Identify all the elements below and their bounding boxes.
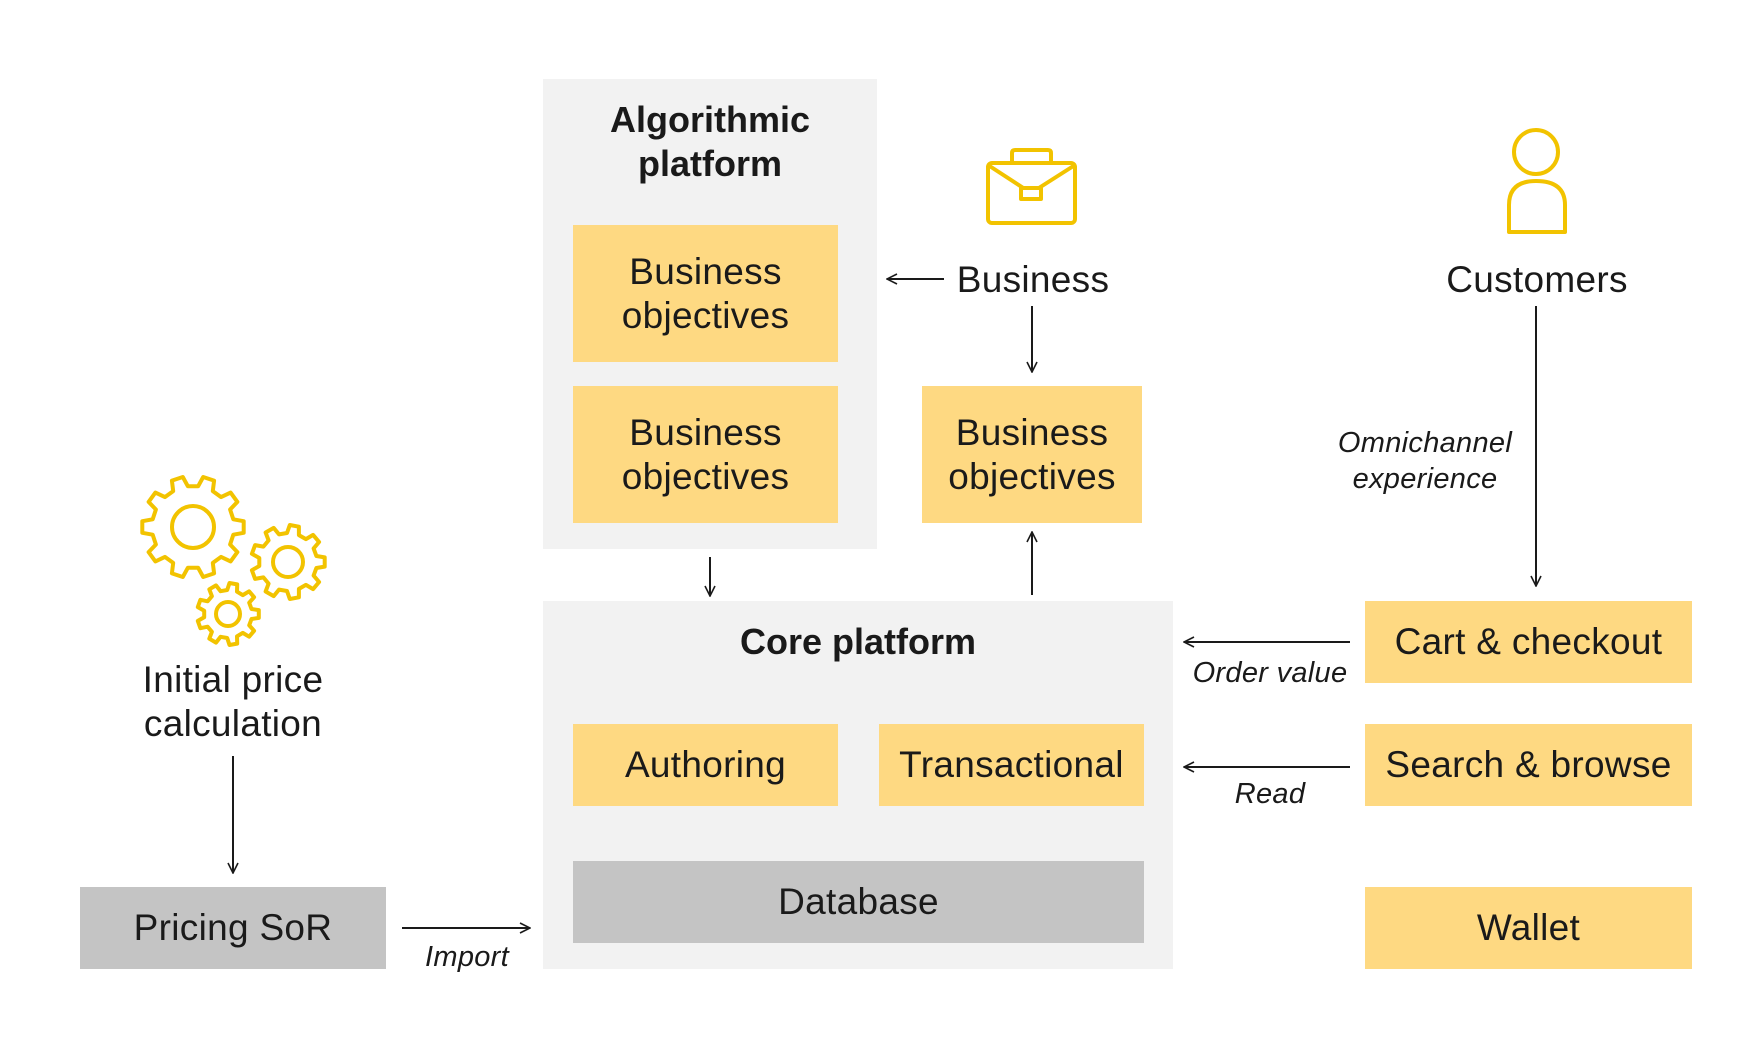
gear-large xyxy=(140,475,246,579)
omnichannel-experience-label: Omnichannel experience xyxy=(1337,427,1513,495)
business-label: Business xyxy=(956,259,1110,300)
gear-large-hole xyxy=(170,504,216,550)
customers-label: Customers xyxy=(1446,259,1628,300)
gear-small xyxy=(195,581,261,647)
database-box[interactable]: Database xyxy=(573,861,1144,943)
core-platform-title: Core platform xyxy=(739,621,977,662)
algorithmic-business-objectives-2[interactable]: Business objectives xyxy=(573,386,838,523)
gear-medium xyxy=(249,523,327,601)
wallet-box[interactable]: Wallet xyxy=(1365,887,1692,969)
transactional-box[interactable]: Transactional xyxy=(879,724,1144,806)
initial-price-calculation-label: Initial price calculation xyxy=(142,659,324,744)
cart-checkout-box[interactable]: Cart & checkout xyxy=(1365,601,1692,683)
business-objectives-box[interactable]: Business objectives xyxy=(922,386,1142,523)
gears-icon xyxy=(140,475,327,647)
order-value-label: Order value xyxy=(1192,657,1348,689)
algorithmic-platform-title: Algorithmic platform xyxy=(609,99,810,184)
algorithmic-business-objectives-1[interactable]: Business objectives xyxy=(573,225,838,362)
read-label: Read xyxy=(1234,778,1306,810)
authoring-box[interactable]: Authoring xyxy=(573,724,838,806)
gear-medium-hole xyxy=(271,545,305,579)
search-browse-box[interactable]: Search & browse xyxy=(1365,724,1692,806)
gear-small-hole xyxy=(214,600,242,628)
person-icon xyxy=(1507,128,1567,234)
briefcase-icon xyxy=(986,148,1077,225)
pricing-sor-box[interactable]: Pricing SoR xyxy=(80,887,386,969)
import-label: Import xyxy=(425,941,509,973)
